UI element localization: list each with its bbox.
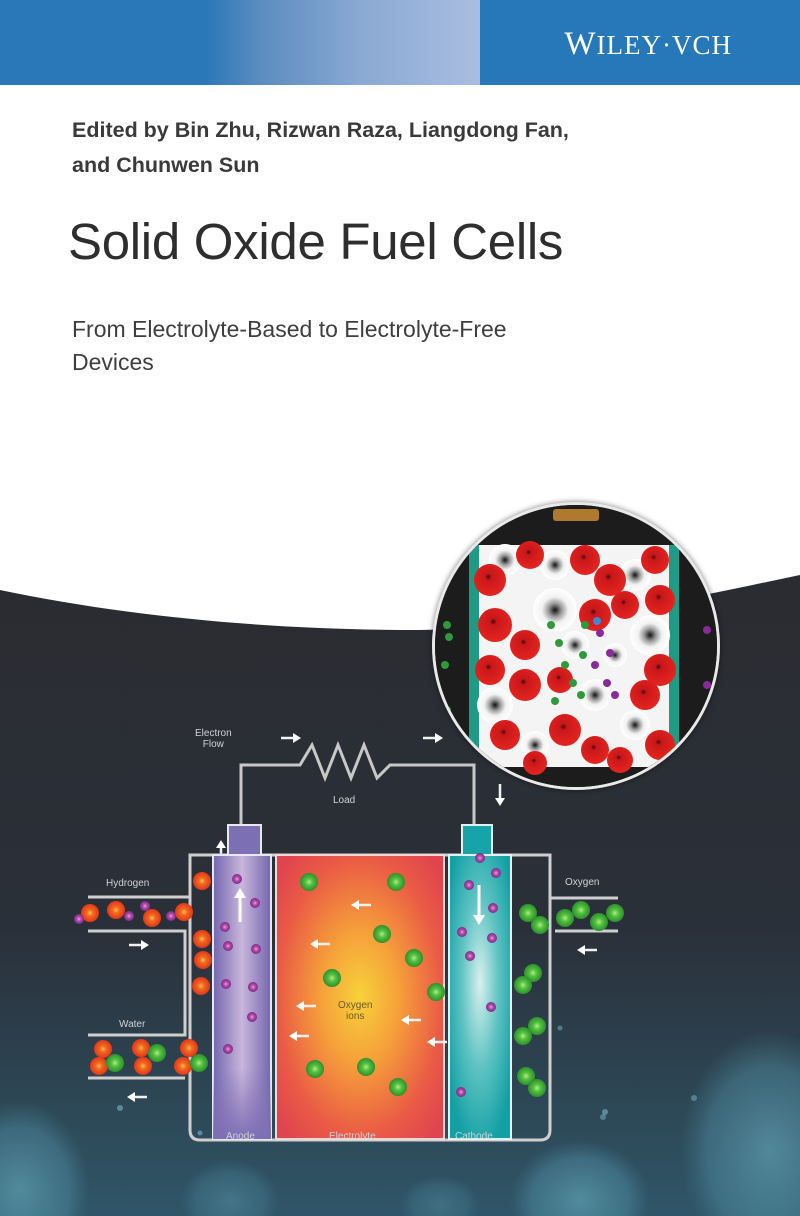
- subtitle-line-1: From Electrolyte-Based to Electrolyte-Fr…: [72, 316, 507, 342]
- microstructure-image: [435, 505, 717, 787]
- oxygen-ions-label: Oxygen ions: [338, 1000, 373, 1022]
- anode-layer: [212, 824, 272, 1140]
- editors: Edited by Bin Zhu, Rizwan Raza, Liangdon…: [72, 113, 752, 183]
- anode-ions: [220, 874, 261, 1054]
- microstructure-inset: [432, 502, 720, 790]
- hydrogen-water-channels: [88, 895, 190, 1080]
- electrolyte-layer: [275, 854, 445, 1140]
- hydrogen-atoms: [74, 872, 212, 1075]
- electrolyte-oxygen-ions: [300, 873, 445, 1096]
- header-gradient: [0, 0, 480, 85]
- oxygen-molecules: [514, 901, 624, 1097]
- cathode-ions: [456, 853, 501, 1097]
- publisher-block: WILEY·VCH: [480, 0, 800, 85]
- book-subtitle: From Electrolyte-Based to Electrolyte-Fr…: [72, 313, 712, 379]
- anode-label: Anode: [226, 1131, 255, 1142]
- electrolyte-label: Electrolyte: [329, 1131, 376, 1142]
- publisher-logo: WILEY·VCH: [564, 26, 732, 62]
- oxygen-label: Oxygen: [565, 877, 600, 888]
- external-circuit: [239, 740, 476, 825]
- oxygen-channels: [550, 896, 618, 933]
- subtitle-line-2: Devices: [72, 349, 154, 375]
- cell-housing: [188, 853, 552, 1142]
- ion-flow-arrows: [125, 885, 599, 1104]
- water-label: Water: [119, 1019, 146, 1030]
- editors-line-1: Edited by Bin Zhu, Rizwan Raza, Liangdon…: [72, 118, 569, 142]
- water-oxygen-atoms: [106, 1044, 208, 1072]
- header-band: WILEY·VCH: [0, 0, 800, 85]
- electron-flow-label: Electron Flow: [195, 728, 232, 750]
- editors-line-2: and Chunwen Sun: [72, 153, 260, 177]
- load-label: Load: [333, 795, 356, 806]
- book-title: Solid Oxide Fuel Cells: [68, 213, 564, 270]
- hydrogen-label: Hydrogen: [106, 878, 150, 889]
- cathode-label: Cathode: [455, 1131, 493, 1142]
